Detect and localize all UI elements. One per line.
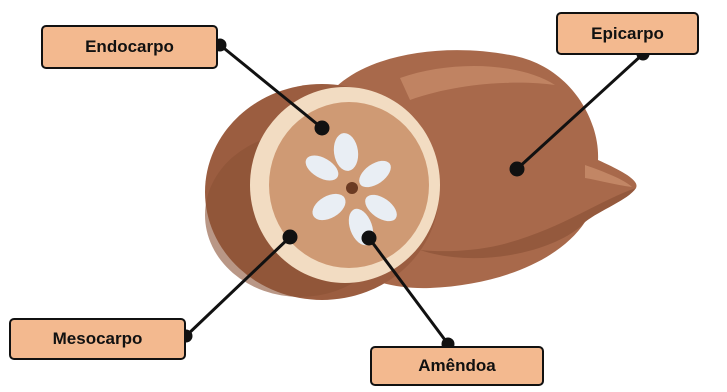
label-mesocarpo: Mesocarpo xyxy=(9,318,186,360)
mesocarpo-target-dot xyxy=(284,231,296,243)
label-amendoa-text: Amêndoa xyxy=(418,356,495,376)
amendoa-target-dot xyxy=(363,232,375,244)
label-mesocarpo-text: Mesocarpo xyxy=(53,329,143,349)
epicarpo-target-dot xyxy=(511,163,523,175)
label-epicarpo-text: Epicarpo xyxy=(591,24,664,44)
label-epicarpo: Epicarpo xyxy=(556,12,699,55)
seed-center xyxy=(346,182,358,194)
label-endocarpo: Endocarpo xyxy=(41,25,218,69)
label-endocarpo-text: Endocarpo xyxy=(85,37,174,57)
label-amendoa: Amêndoa xyxy=(370,346,544,386)
halved-fruit xyxy=(205,84,440,300)
endocarpo-target-dot xyxy=(316,122,328,134)
